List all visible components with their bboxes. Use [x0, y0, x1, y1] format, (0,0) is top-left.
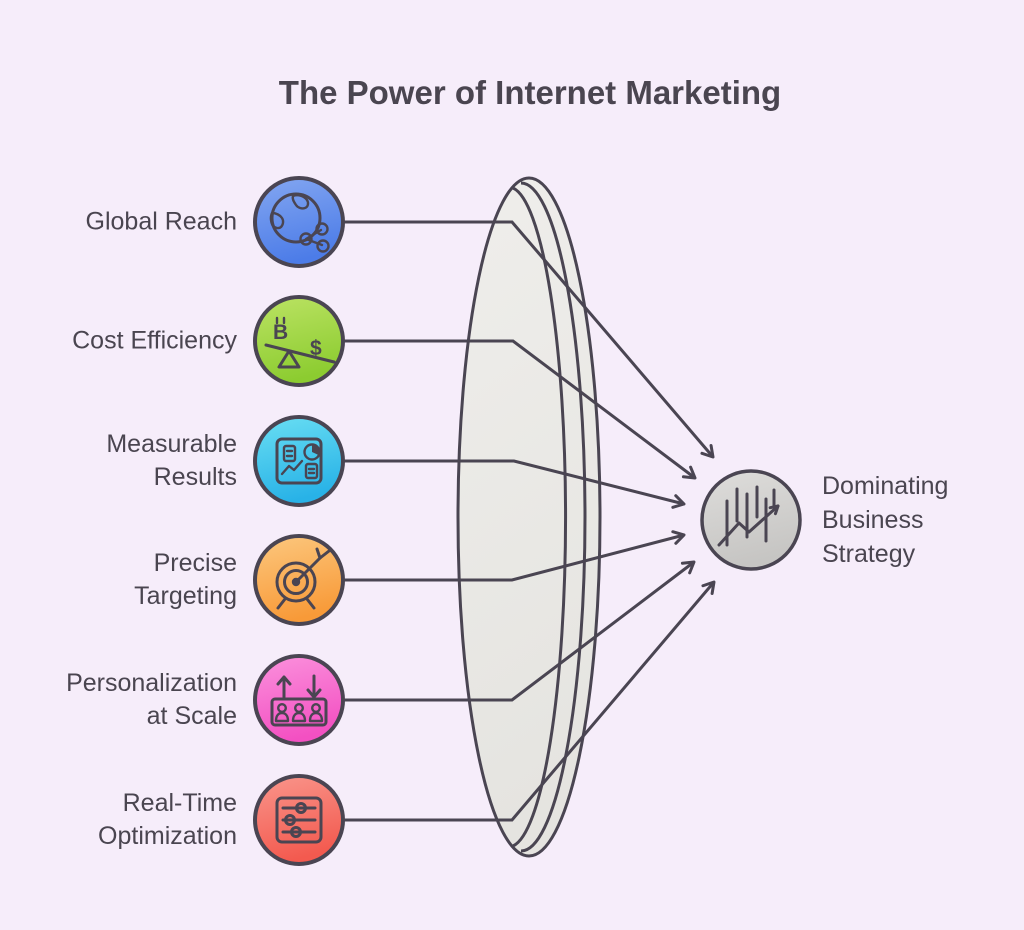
funnel-lens: [456, 176, 602, 858]
analytics-dashboard-icon: [253, 415, 345, 507]
market-growth-icon: [700, 469, 802, 571]
connector-line-personalize: [343, 560, 696, 702]
factor-label-global-reach: Global Reach: [85, 207, 237, 236]
connector-line-measurable: [343, 459, 686, 509]
connector-line-global-reach: [343, 220, 715, 459]
people-elevator-icon: [253, 654, 345, 746]
bitcoin-glyph: B: [273, 321, 288, 344]
factor-label-cost-efficiency: Cost Efficiency: [72, 326, 237, 355]
factor-label-measurable-results: Measurable Results: [106, 430, 237, 491]
globe-network-icon: [253, 176, 345, 268]
sliders-icon: [253, 774, 345, 866]
cost-balance-icon: B $: [253, 295, 345, 387]
factor-label-personalization: Personalization at Scale: [66, 669, 237, 730]
connector-line-cost: [343, 339, 697, 480]
dollar-glyph: $: [310, 337, 322, 360]
result-label: Dominating Business Strategy: [822, 472, 949, 568]
connector-lines: [343, 220, 716, 822]
factor-label-realtime-opt: Real-Time Optimization: [98, 789, 237, 850]
connector-line-realtime: [343, 580, 716, 822]
connector-line-targeting: [343, 530, 686, 582]
factor-label-precise-targeting: Precise Targeting: [134, 549, 237, 610]
target-arrow-icon: [253, 534, 345, 626]
page-title: The Power of Internet Marketing: [278, 74, 782, 111]
